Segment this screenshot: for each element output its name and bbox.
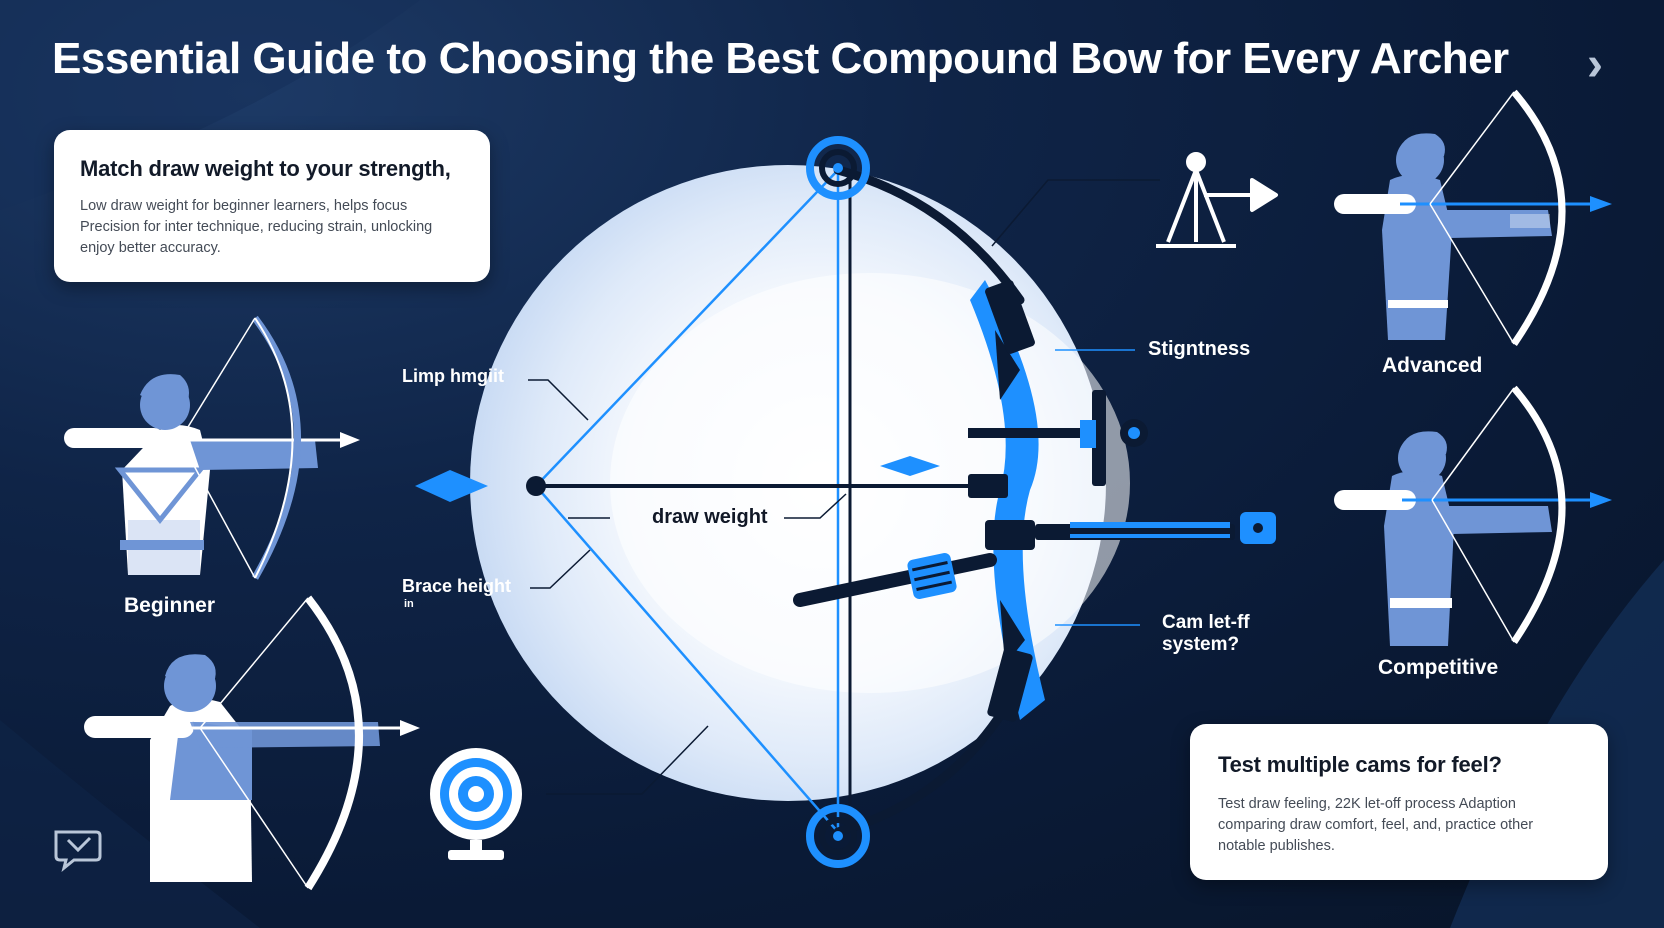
archer-beginner [64, 315, 360, 580]
archer-advanced [1334, 89, 1612, 346]
info-card-body: Test draw feeling, 22K let-off process A… [1218, 796, 1534, 854]
info-card-heading: Test multiple cams for feel? [1218, 752, 1502, 777]
level-competitive: Competitive [1378, 656, 1499, 679]
info-card-body: Low draw weight for beginner learners, h… [80, 198, 433, 256]
label-brace-height: Brace height [402, 576, 512, 596]
bottom-cam [806, 804, 870, 868]
level-beginner: Beginner [124, 594, 216, 617]
top-cam [806, 136, 870, 200]
label-limb-height: Limp hmgiit [402, 366, 504, 386]
arrow-fletch-left [415, 470, 488, 502]
callout-lines [528, 179, 1160, 795]
cursor-icon[interactable] [52, 826, 106, 872]
archer-competitive [1334, 385, 1612, 646]
label-stiffness: Stigntness [1148, 338, 1251, 360]
label-draw-weight: draw weight [652, 506, 768, 528]
draw-line [415, 456, 992, 502]
compound-bow [793, 136, 1276, 868]
label-brace-unit: in [404, 598, 414, 610]
arrow-tip-center [880, 456, 940, 476]
page-title: Essential Guide to Choosing the Best Com… [52, 34, 1509, 83]
info-card-heading: Match draw weight to your strength, [80, 156, 451, 181]
level-advanced: Advanced [1382, 354, 1483, 377]
balance-icon [1156, 152, 1278, 248]
target-icon [430, 748, 522, 860]
info-card-cams: Test multiple cams for feel? Test draw f… [1190, 724, 1608, 880]
label-cam-system: Cam let-ff system? [1162, 612, 1250, 655]
info-card-draw-weight: Match draw weight to your strength, Low … [54, 130, 490, 282]
archer-intermediate [84, 595, 420, 891]
chevron-right-icon[interactable]: › [1587, 38, 1603, 91]
